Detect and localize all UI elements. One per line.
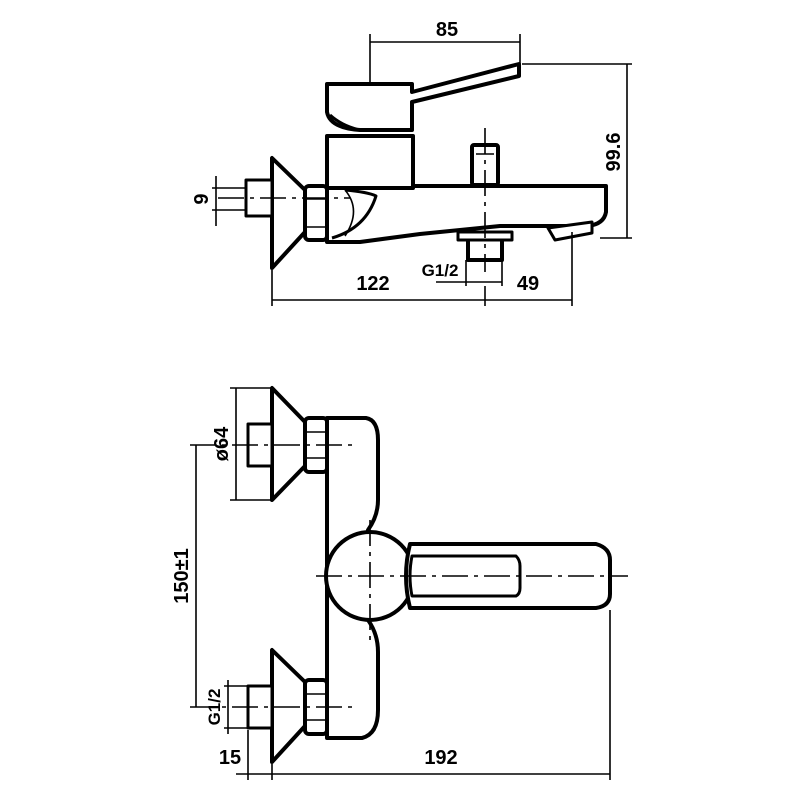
side-lever-handle [325,62,521,132]
dim-handle-reach-label: 85 [436,19,458,41]
dim-handle-reach: 85 [369,19,521,84]
dim-total-depth-label: 192 [424,747,457,769]
dim-flange-diameter-label: ø64 [211,426,233,461]
side-spout-tip [546,220,594,242]
front-lower-flange [270,648,307,764]
dim-outlet-thread: G1/2 [422,260,503,286]
dim-body-length-label: 122 [356,273,389,295]
dim-center-distance: 150±1 [171,445,197,707]
dim-body-length: 122 49 [271,232,573,306]
side-view: 85 99.6 9 122 49 G1/2 [191,19,632,306]
dim-inlet-thread-label: G1/2 [205,689,224,726]
side-faucet-body [325,184,608,244]
dim-wall-offset-label: 15 [219,747,241,769]
dim-center-distance-label: 150±1 [171,548,193,603]
dim-total-depth: 15 192 [219,610,611,780]
side-cartridge [325,134,415,190]
side-wall-flange [270,156,307,270]
dim-height: 99.6 [522,63,632,239]
dim-inlet-height: 9 [191,176,246,226]
dim-outlet-thread-label: G1/2 [422,261,459,280]
dim-flange-diameter: ø64 [211,387,272,501]
dim-height-label: 99.6 [603,133,625,172]
front-view: ø64 150±1 G1/2 15 192 [171,386,628,780]
dim-spout-offset-label: 49 [517,273,539,295]
dim-inlet-height-label: 9 [191,193,213,204]
front-upper-flange [270,386,307,502]
side-hex-nut [303,184,329,242]
dim-inlet-thread: G1/2 [205,680,248,734]
